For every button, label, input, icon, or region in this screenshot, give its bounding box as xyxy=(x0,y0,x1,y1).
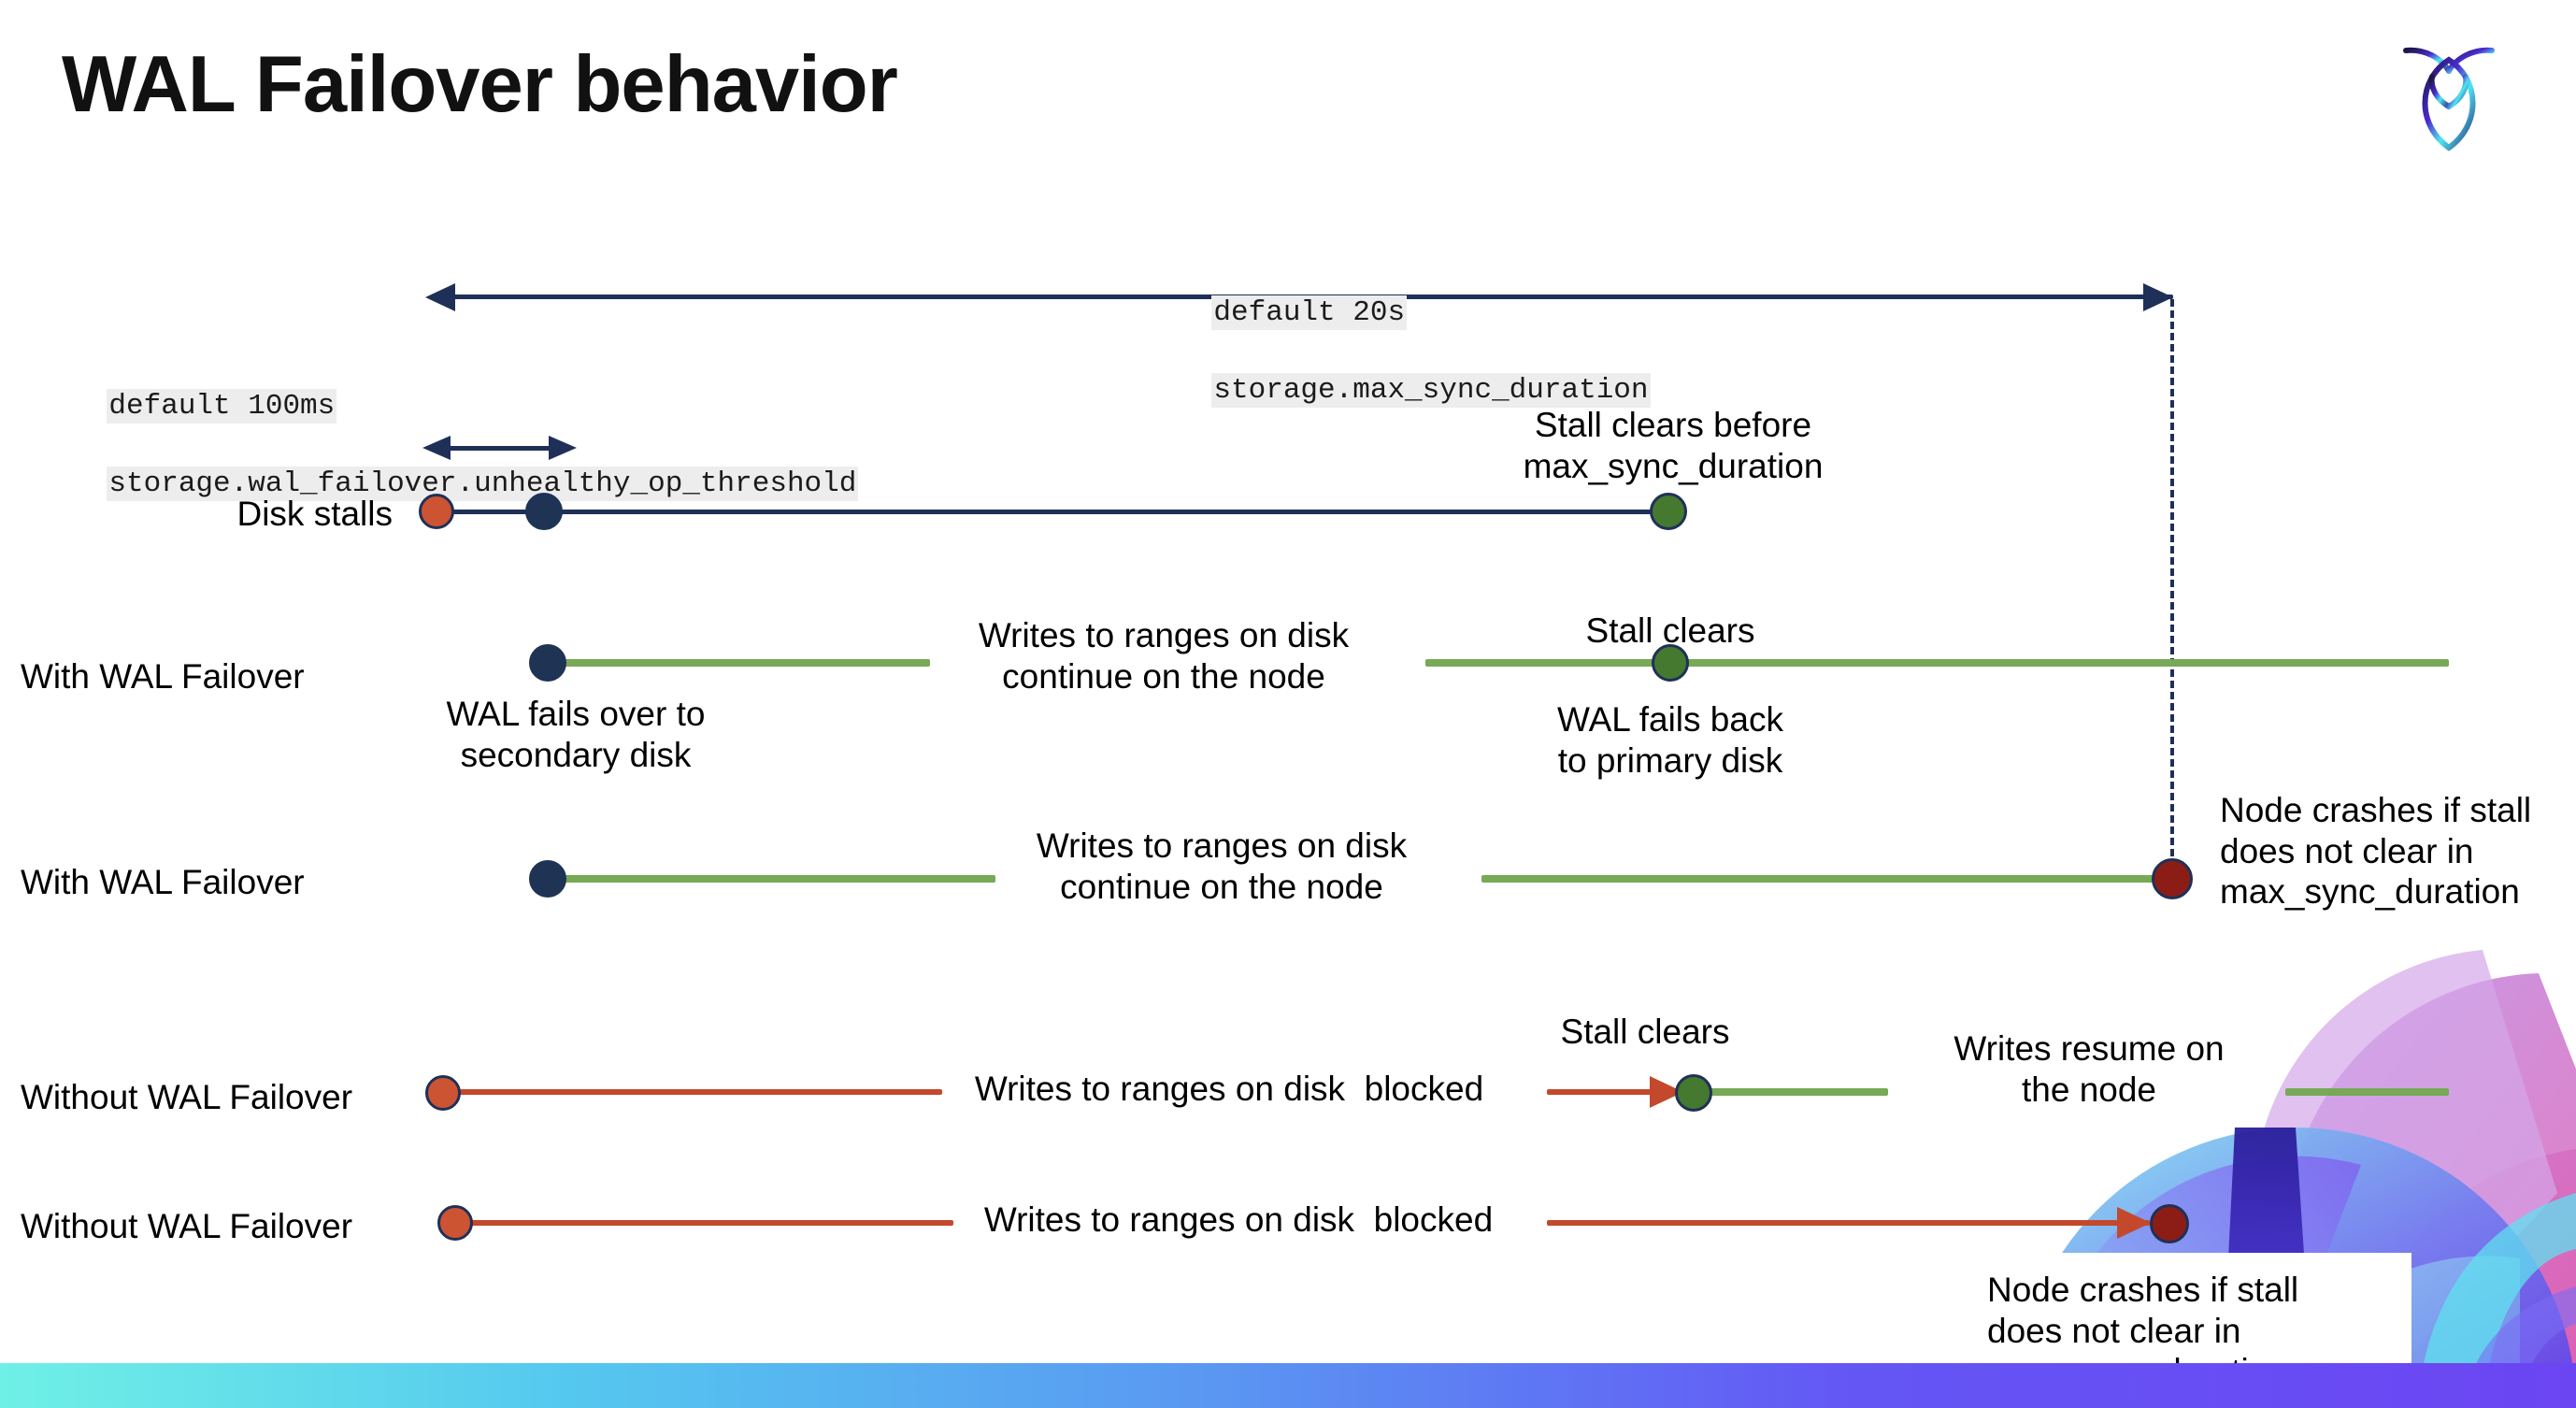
unhealthy-threshold-right-arrowhead xyxy=(549,436,577,460)
row-label-with-wal-failover-1: With WAL Failover xyxy=(21,657,305,696)
with-wal-failover-1-stall-clears-dot xyxy=(1652,644,1689,682)
with-wal-failover-1-segment-b xyxy=(1425,659,2449,667)
annotation-node-crashes-1: Node crashes if stall does not clear in … xyxy=(2220,791,2532,912)
disk-stall-start-dot xyxy=(419,494,454,529)
row-label-without-wal-failover-2: Without WAL Failover xyxy=(21,1207,353,1245)
annotation-writes-continue-1: Writes to ranges on disk continue on the… xyxy=(978,616,1350,696)
with-wal-failover-2-segment-b xyxy=(1481,875,2173,883)
bottom-gradient-band xyxy=(0,1363,2576,1408)
without-wal-failover-2-blocked-segment-b xyxy=(1547,1220,2150,1226)
annotation-writes-blocked-2: Writes to ranges on disk blocked xyxy=(983,1200,1494,1239)
without-wal-failover-1-blocked-segment-a xyxy=(447,1089,942,1095)
disk-stall-clears-dot xyxy=(1650,493,1687,530)
without-wal-failover-1-start-dot xyxy=(425,1075,461,1111)
with-wal-failover-2-crash-dot xyxy=(2152,858,2193,899)
disk-stalls-timeline xyxy=(439,510,1673,514)
annotation-writes-continue-2: Writes to ranges on disk continue on the… xyxy=(1036,826,1408,906)
page-title: WAL Failover behavior xyxy=(62,40,898,129)
without-wal-failover-1-blocked-segment-b xyxy=(1547,1089,1668,1095)
row-label-with-wal-failover-2: With WAL Failover xyxy=(21,863,305,901)
annotation-wal-fails-over: WAL fails over to secondary disk xyxy=(446,695,706,774)
annotation-stall-clears-1: Stall clears xyxy=(1585,611,1755,650)
unhealthy-setting-name: storage.wal_failover.unhealthy_op_thresh… xyxy=(107,466,859,501)
row-label-without-wal-failover-1: Without WAL Failover xyxy=(21,1078,353,1116)
without-wal-failover-2-blocked-segment-a xyxy=(458,1220,953,1226)
max-sync-duration-dashed-guide xyxy=(2170,299,2174,879)
max-sync-setting-name: storage.max_sync_duration xyxy=(1211,372,1651,408)
unhealthy-threshold-span-line xyxy=(449,446,551,451)
without-wal-failover-2-arrowhead xyxy=(2117,1207,2151,1239)
disk-stall-failover-dot xyxy=(525,493,563,530)
with-wal-failover-1-segment-a xyxy=(537,659,930,667)
with-wal-failover-2-segment-a xyxy=(537,875,995,883)
max-sync-duration-setting: default 20s storage.max_sync_duration xyxy=(1142,254,1651,449)
row-label-disk-stalls: Disk stalls xyxy=(236,495,393,533)
annotation-stall-clears-before-max-sync: Stall clears before max_sync_duration xyxy=(1523,406,1824,485)
with-wal-failover-1-failover-dot xyxy=(529,644,566,682)
without-wal-failover-1-stall-clears-dot xyxy=(1675,1074,1712,1112)
without-wal-failover-2-crash-dot xyxy=(2150,1204,2189,1243)
annotation-writes-blocked-1: Writes to ranges on disk blocked xyxy=(974,1070,1484,1108)
max-sync-span-left-arrowhead xyxy=(425,283,455,311)
with-wal-failover-2-failover-dot xyxy=(529,860,566,898)
without-wal-failover-2-start-dot xyxy=(437,1205,473,1241)
max-sync-default-value: default 20s xyxy=(1211,295,1408,330)
unhealthy-threshold-left-arrowhead xyxy=(422,436,451,460)
annotation-stall-clears-2: Stall clears xyxy=(1560,1013,1730,1051)
max-sync-span-right-arrowhead xyxy=(2143,283,2173,311)
without-wal-failover-1-resume-segment-b xyxy=(2285,1088,2449,1096)
without-wal-failover-1-resume-segment-a xyxy=(1696,1088,1888,1096)
annotation-writes-resume: Writes resume on the node xyxy=(1953,1029,2225,1109)
unhealthy-op-threshold-setting: default 100ms storage.wal_failover.unhea… xyxy=(37,348,859,542)
annotation-wal-fails-back: WAL fails back to primary disk xyxy=(1557,700,1783,780)
unhealthy-default-value: default 100ms xyxy=(107,388,337,424)
cockroachdb-logo-icon xyxy=(2393,28,2505,159)
